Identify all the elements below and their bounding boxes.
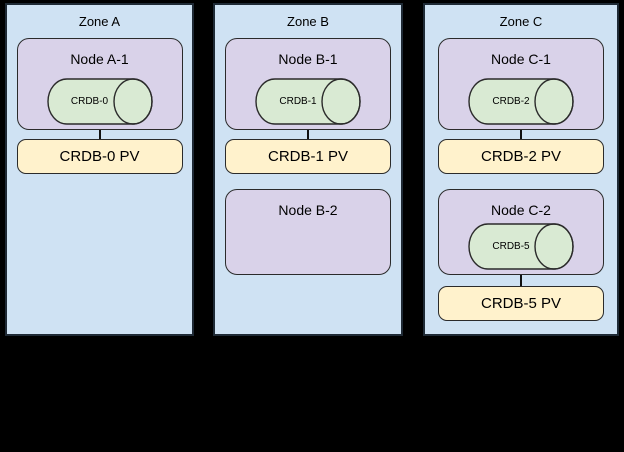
crdb-1-pod-label: CRDB-1	[279, 96, 317, 107]
node-c1-label: Node C-1	[491, 51, 551, 67]
connector-c2-to-pv	[520, 265, 522, 291]
crdb-2-pv-box: CRDB-2 PV	[438, 139, 604, 174]
node-b2: Node B-2	[225, 189, 391, 275]
crdb-0-pod-cylinder-icon: CRDB-0	[46, 78, 153, 125]
crdb-2-pod-cylinder-icon: CRDB-2	[468, 78, 574, 125]
crdb-1-pod-cylinder-icon: CRDB-1	[255, 78, 361, 125]
crdb-2-pv-label: CRDB-2 PV	[480, 148, 562, 165]
crdb-5-pod-cylinder-icon: CRDB-5	[468, 223, 574, 270]
node-b1-label: Node B-1	[278, 51, 338, 67]
node-b1: Node B-1 CRDB-1	[225, 38, 391, 130]
cylinder-shape	[468, 223, 574, 270]
zone-c-title: Zone C	[499, 14, 543, 29]
crdb-0-pv-label: CRDB-0 PV	[59, 148, 140, 165]
crdb-0-pod-label: CRDB-0	[70, 96, 109, 107]
node-c1: Node C-1 CRDB-2	[438, 38, 604, 130]
zone-a: Zone A Node A-1 CRDB-0 CRDB-0 PV	[5, 3, 194, 336]
cylinder-shape	[468, 78, 574, 125]
crdb-5-pod-label: CRDB-5	[492, 241, 530, 252]
node-c2: Node C-2 CRDB-5	[438, 189, 604, 275]
zone-b-title: Zone B	[287, 14, 329, 29]
crdb-2-pod-label: CRDB-2	[492, 96, 530, 107]
cylinder-shape	[255, 78, 361, 125]
cylinder-shape	[46, 78, 153, 125]
crdb-1-pv-label: CRDB-1 PV	[267, 148, 349, 165]
zone-a-title: Zone A	[78, 14, 121, 29]
crdb-1-pv-box: CRDB-1 PV	[225, 139, 391, 174]
connector-c1-to-pv	[520, 117, 522, 143]
zone-b: Zone B Node B-1 CRDB-1 CRDB-1 PV Node B-…	[213, 3, 403, 336]
node-a1: Node A-1 CRDB-0	[16, 38, 183, 130]
node-c2-label: Node C-2	[491, 202, 551, 218]
zone-c: Zone C Node C-1 CRDB-2 CRDB-2 PV Node C-…	[423, 3, 619, 336]
connector-b1-to-pv	[307, 117, 309, 143]
crdb-5-pv-box: CRDB-5 PV	[438, 286, 604, 321]
node-a1-label: Node A-1	[70, 51, 129, 67]
crdb-0-pv-box: CRDB-0 PV	[16, 139, 183, 174]
node-b2-label: Node B-2	[278, 202, 338, 218]
connector-a1-to-pv	[98, 117, 101, 143]
crdb-5-pv-label: CRDB-5 PV	[480, 295, 562, 312]
